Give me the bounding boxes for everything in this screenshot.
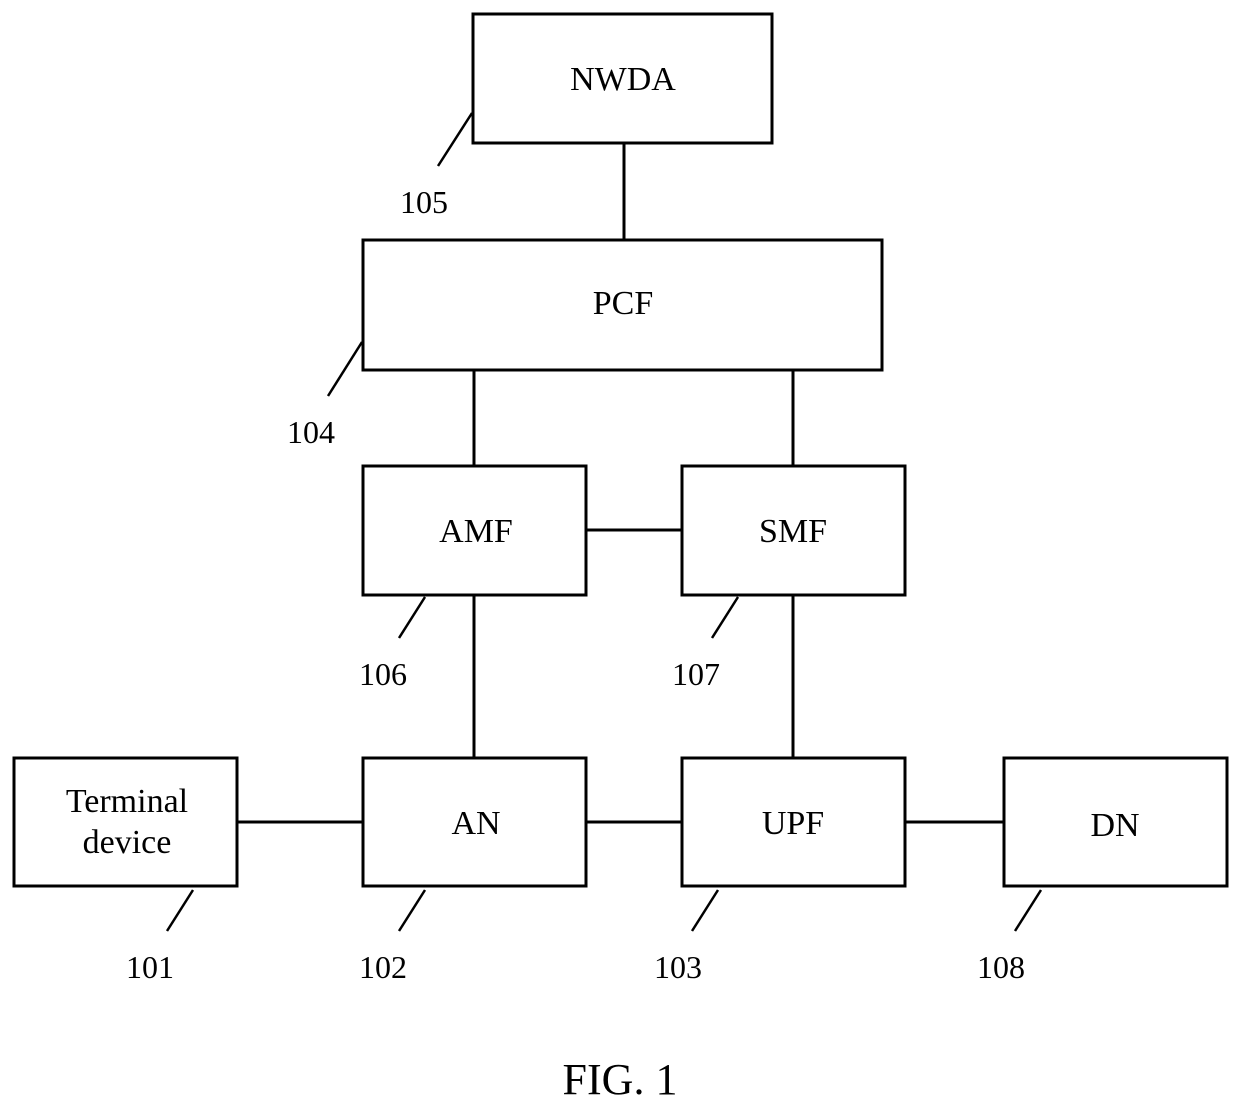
terminal-device-label-line1: Terminal xyxy=(66,783,188,820)
amf-ref-leader xyxy=(399,597,425,638)
terminal-device-ref-number: 101 xyxy=(126,949,174,985)
nwda-ref-leader xyxy=(438,113,472,166)
terminal-device-label-line2: device xyxy=(83,824,172,861)
amf-ref-number: 106 xyxy=(359,656,407,692)
upf-ref-leader xyxy=(692,890,718,931)
an-ref-number: 102 xyxy=(359,949,407,985)
pcf-ref-number: 104 xyxy=(287,414,335,450)
an-node: AN xyxy=(363,758,586,886)
upf-label: UPF xyxy=(762,805,824,842)
pcf-label: PCF xyxy=(593,285,654,322)
terminal-device-box xyxy=(14,758,237,886)
nwda-node: NWDA xyxy=(473,14,772,143)
smf-node: SMF xyxy=(682,466,905,595)
amf-node: AMF xyxy=(363,466,586,595)
dn-ref-leader xyxy=(1015,890,1041,931)
terminal-device-ref-leader xyxy=(167,890,193,931)
pcf-ref-leader xyxy=(328,342,362,396)
an-ref-leader xyxy=(399,890,425,931)
upf-ref-number: 103 xyxy=(654,949,702,985)
terminal-device-node: Terminal device xyxy=(14,758,237,886)
smf-label: SMF xyxy=(759,513,827,550)
an-label: AN xyxy=(451,805,500,842)
nwda-label: NWDA xyxy=(570,61,676,98)
dn-ref-number: 108 xyxy=(977,949,1025,985)
dn-label: DN xyxy=(1090,807,1139,844)
smf-ref-leader xyxy=(712,597,738,638)
smf-ref-number: 107 xyxy=(672,656,720,692)
figure-caption: FIG. 1 xyxy=(563,1055,678,1104)
dn-node: DN xyxy=(1004,758,1227,886)
pcf-node: PCF xyxy=(363,240,882,370)
upf-node: UPF xyxy=(682,758,905,886)
amf-label: AMF xyxy=(439,513,513,550)
nwda-ref-number: 105 xyxy=(400,184,448,220)
